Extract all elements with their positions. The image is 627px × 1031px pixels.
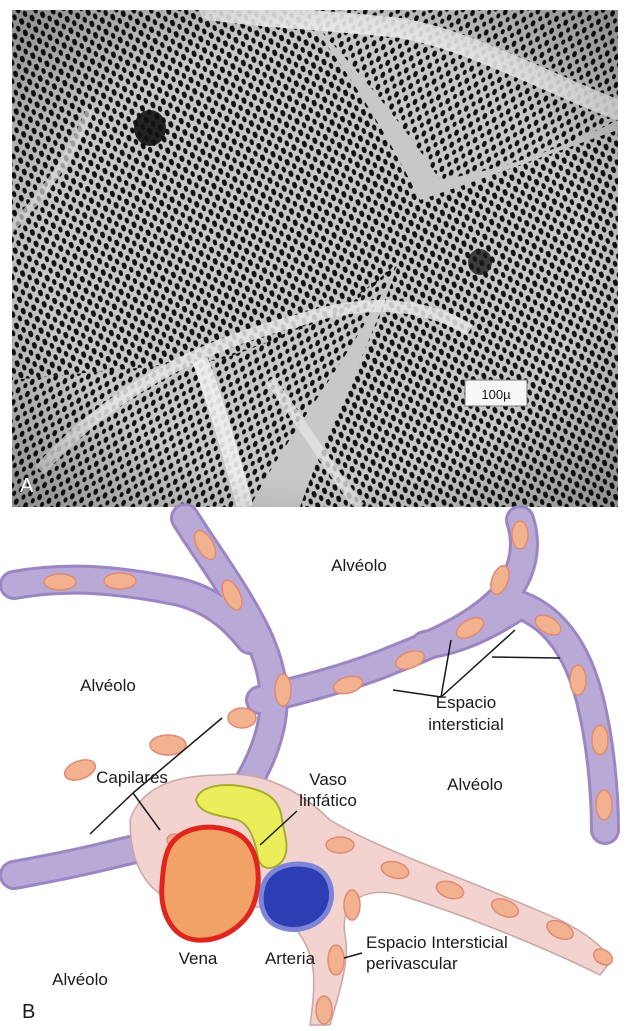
capillary	[570, 665, 586, 695]
label-capilares: Capilares	[96, 768, 168, 787]
capillary	[596, 790, 612, 820]
label-alveolo-bottom: Alvéolo	[52, 970, 108, 989]
capillary	[104, 573, 136, 589]
panel-a-letter: A	[20, 475, 34, 497]
label-vaso-linfatico-2: linfático	[299, 791, 357, 810]
label-espacio-intersticial-2: intersticial	[428, 715, 504, 734]
artery	[261, 864, 331, 929]
capillary	[328, 945, 344, 975]
label-espacio-intersticial-1: Espacio	[436, 693, 496, 712]
micrograph-panel: 100µ A	[0, 10, 618, 507]
capillary	[344, 890, 360, 920]
label-vaso-linfatico-1: Vaso	[309, 770, 347, 789]
label-arteria: Arteria	[265, 949, 316, 968]
vein	[162, 827, 258, 940]
scale-bar-label: 100µ	[481, 387, 511, 402]
capillary	[512, 521, 528, 549]
label-perivascular-2: perivascular	[366, 954, 458, 973]
capillary	[316, 996, 332, 1024]
capillary	[592, 725, 608, 755]
label-alveolo-right: Alvéolo	[447, 775, 503, 794]
label-alveolo-top: Alvéolo	[331, 556, 387, 575]
capillary	[275, 674, 291, 706]
capillary	[228, 708, 256, 728]
panel-b-letter: B	[22, 1001, 35, 1023]
schematic-panel: Alvéolo Alvéolo Alvéolo Alvéolo Espacio …	[12, 512, 618, 1028]
label-vena: Vena	[179, 949, 218, 968]
label-alveolo-left: Alvéolo	[80, 676, 136, 695]
label-perivascular-1: Espacio Intersticial	[366, 933, 508, 952]
capillary	[44, 574, 76, 590]
capillary	[326, 837, 354, 853]
